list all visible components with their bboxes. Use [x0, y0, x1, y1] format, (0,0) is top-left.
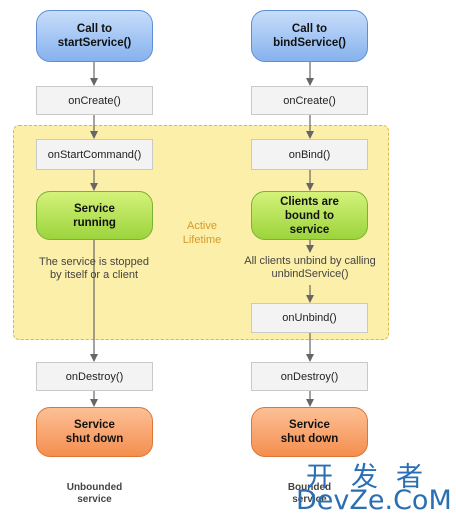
on-bind-node: onBind(): [251, 139, 368, 170]
service-shut-down-node: Service shut down: [36, 407, 153, 457]
service-running-node: Service running: [36, 191, 153, 240]
service-shut-down-node: Service shut down: [251, 407, 368, 457]
unbounded-service-caption: Unbounded service: [66, 482, 123, 505]
on-destroy-node: onDestroy(): [251, 362, 368, 391]
clients-bound-node: Clients are bound to service: [251, 191, 368, 240]
call-bind-service-node: Call to bindService(): [251, 10, 368, 62]
on-start-command-node: onStartCommand(): [36, 139, 153, 170]
site-watermark: 开发者 DevZe.CoM: [296, 455, 452, 521]
bounded-service-caption: Bounded service: [287, 482, 332, 505]
on-destroy-node: onDestroy(): [36, 362, 153, 391]
watermark-chinese: 开发者: [306, 462, 441, 492]
watermark-latin: DevZe.CoM: [296, 485, 452, 516]
stopped-note: The service is stopped by itself or a cl…: [38, 256, 150, 281]
on-create-node: onCreate(): [36, 86, 153, 115]
on-create-node: onCreate(): [251, 86, 368, 115]
unbind-note: All clients unbind by calling unbindServ…: [244, 255, 376, 280]
call-start-service-node: Call to startService(): [36, 10, 153, 62]
active-lifetime-label: Active Lifetime: [182, 220, 222, 246]
on-unbind-node: onUnbind(): [251, 303, 368, 333]
